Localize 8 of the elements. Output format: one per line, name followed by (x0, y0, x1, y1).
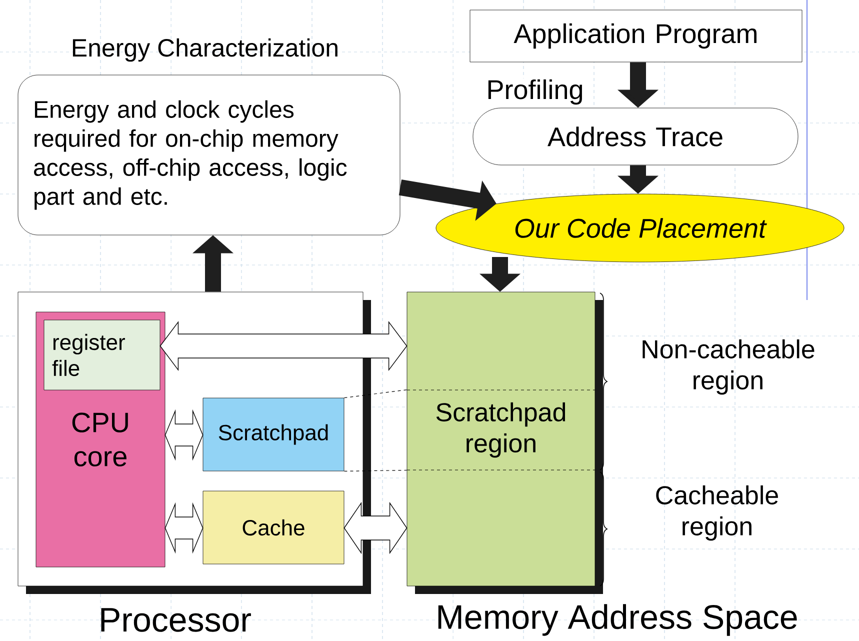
description-box: Energy and clock cycles required for on-chip memory access, off-chip access, logic part and etc. (18, 74, 400, 236)
edge-label: Profiling (485, 78, 585, 106)
program-box: Application Program (470, 10, 802, 62)
region-label: Non-cacheable region (642, 339, 814, 395)
heading: Memory Address Space (438, 604, 797, 636)
region-label: Cacheable region (656, 485, 778, 541)
heading: Energy Characterization (72, 38, 338, 62)
heading: Processor (101, 608, 251, 632)
